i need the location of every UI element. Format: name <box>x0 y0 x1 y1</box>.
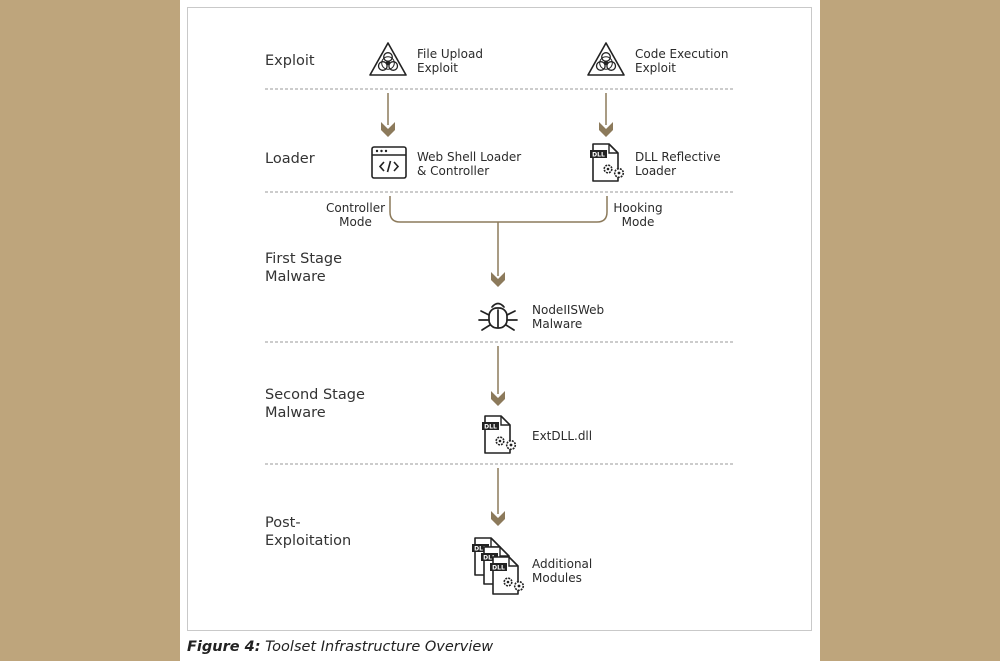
node-web-shell-loader: Web Shell Loader & Controller <box>417 150 522 178</box>
connector-loader-merge <box>389 196 608 223</box>
chevron-down-icon <box>491 391 505 406</box>
bug-icon <box>478 302 518 331</box>
biohazard-warning-icon <box>369 42 407 76</box>
dll-file-gear-icon: DLL <box>482 415 517 454</box>
figure-caption-number: Figure 4: <box>187 639 261 655</box>
stage-label-loader: Loader <box>265 151 315 167</box>
node-extdll: ExtDLL.dll <box>532 429 593 443</box>
chevron-down-icon <box>491 511 505 526</box>
dll-file-gear-icon: DLL <box>590 143 625 182</box>
figure-frame <box>187 7 812 631</box>
node-additional-modules: Additional Modules <box>532 557 593 585</box>
chevron-down-icon <box>599 122 613 137</box>
node-nodeiisweb-malware: NodeIISWeb Malware <box>532 303 605 331</box>
chevron-down-icon <box>491 272 505 287</box>
node-dll-reflective-loader: DLL Reflective Loader <box>635 150 721 178</box>
dll-stack-icon: DLL DLL DLL <box>472 537 525 595</box>
stage-label-exploit: Exploit <box>265 53 315 69</box>
svg-text:DLL: DLL <box>483 555 496 562</box>
mode-label-hooking: Hooking Mode <box>613 201 663 229</box>
connectors <box>387 93 608 514</box>
svg-text:DLL: DLL <box>492 565 505 572</box>
svg-text:DLL: DLL <box>474 546 487 553</box>
stage-separators <box>265 88 733 465</box>
stage-label-first-stage: First Stage Malware <box>265 251 343 285</box>
biohazard-warning-icon <box>587 42 625 76</box>
node-file-upload-exploit: File Upload Exploit <box>417 47 483 75</box>
figure-caption: Figure 4: Toolset Infrastructure Overvie… <box>187 639 493 655</box>
mode-label-controller: Controller Mode <box>325 201 386 229</box>
browser-code-icon <box>371 146 407 179</box>
svg-text:DLL: DLL <box>592 152 605 159</box>
stage-label-post-exploitation: Post- Exploitation <box>265 515 352 549</box>
chevron-down-icon <box>381 122 395 137</box>
stage-label-second-stage: Second Stage Malware <box>265 387 365 421</box>
figure-caption-text: Toolset Infrastructure Overview <box>260 639 494 655</box>
svg-text:DLL: DLL <box>484 424 497 431</box>
node-code-execution-exploit: Code Execution Exploit <box>635 47 729 75</box>
chevron-arrows <box>381 122 613 526</box>
